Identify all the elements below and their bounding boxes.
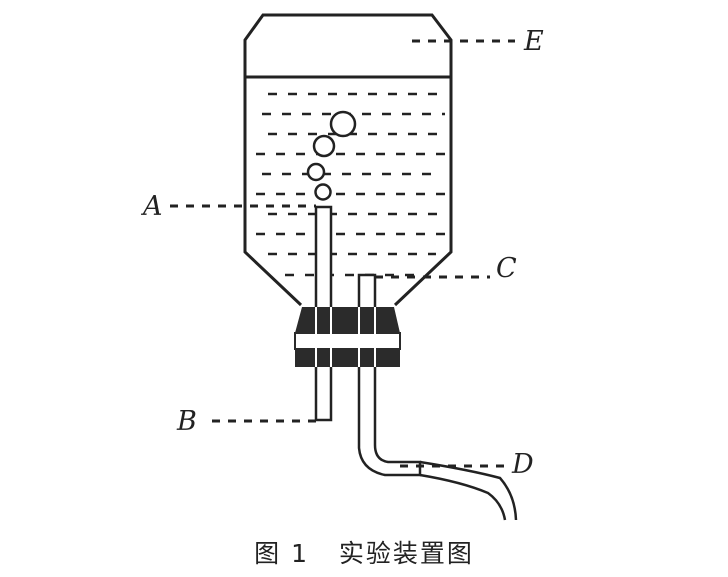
bubble [312, 134, 336, 158]
bottle-outline [243, 13, 453, 307]
leader-lines [170, 39, 515, 468]
label-c: C [496, 253, 517, 284]
label-b: B [176, 406, 197, 437]
tube-c [357, 273, 422, 477]
figure-caption: 图 1 实验装置图 [254, 539, 474, 568]
liquid-dashes [256, 92, 445, 277]
gas-bubbles [306, 110, 357, 201]
rubber-hose [419, 460, 518, 521]
rubber-stopper [294, 307, 401, 367]
label-a: A [140, 191, 163, 222]
bubble [306, 162, 326, 182]
bubble [314, 183, 332, 201]
bubble [329, 110, 357, 138]
label-d: D [511, 449, 534, 480]
label-e: E [523, 26, 544, 57]
